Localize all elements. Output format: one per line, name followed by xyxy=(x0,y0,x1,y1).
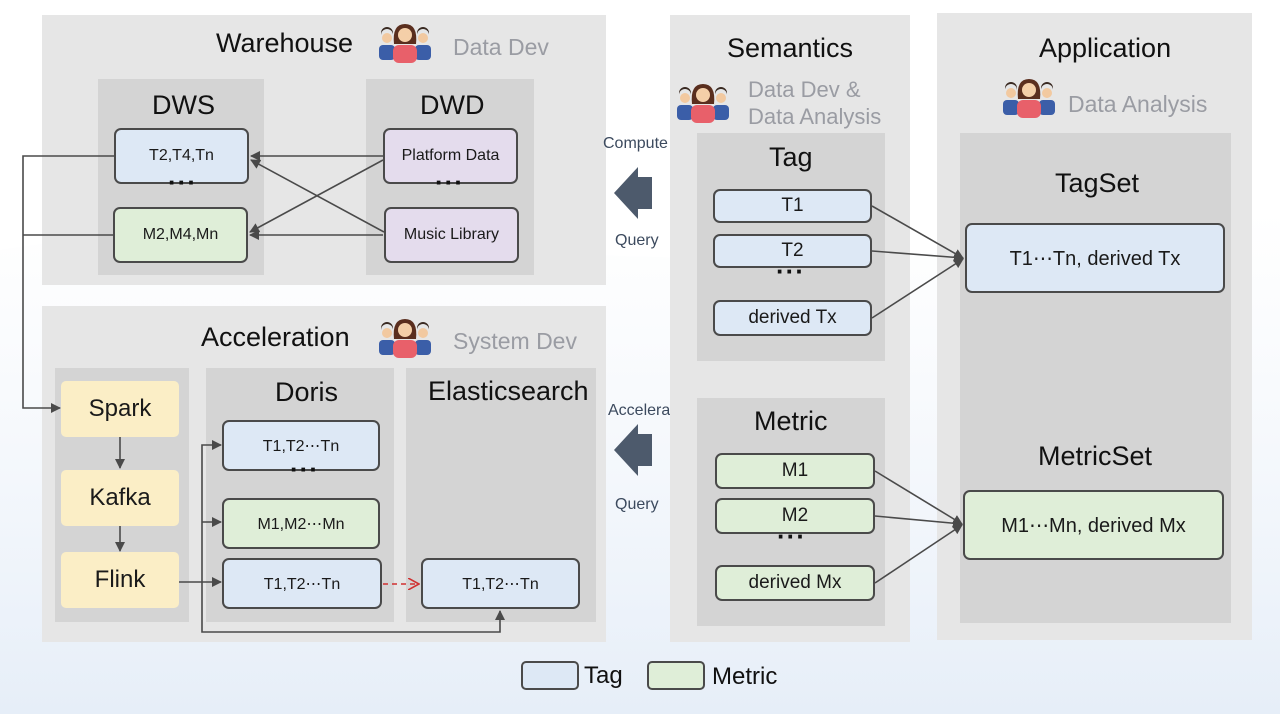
elasticsearch-title: Elasticsearch xyxy=(428,376,589,406)
elasticsearch-tag-box: T1,T2⋯Tn xyxy=(421,558,580,609)
tag-ellipsis: ··· xyxy=(776,256,805,286)
metricset-box: M1⋯Mn, derived Mx xyxy=(963,490,1224,560)
legend-metric-label: Metric xyxy=(712,663,778,690)
doris-tag-box-1: T1,T2⋯Tn xyxy=(222,420,380,471)
dws-title: DWS xyxy=(152,90,215,120)
warehouse-title: Warehouse xyxy=(216,28,354,58)
legend-tag-swatch xyxy=(521,661,579,690)
metric-item-m1: M1 xyxy=(715,453,875,489)
legend-metric-swatch xyxy=(647,661,705,690)
metric-item-m2: M2 xyxy=(715,498,875,534)
dws-ellipsis: ··· xyxy=(168,167,197,197)
doris-tag-box-2: T1,T2⋯Tn xyxy=(222,558,382,609)
dwd-platform-data-box: Platform Data xyxy=(383,128,518,184)
people-icon xyxy=(677,84,729,123)
acceleration-title: Acceleration xyxy=(201,322,350,352)
compute-label: Compute xyxy=(603,135,668,152)
query-label-bottom: Query xyxy=(615,496,659,513)
arrow-left-icon xyxy=(614,167,652,219)
people-icon xyxy=(1003,79,1055,118)
people-icon xyxy=(379,319,431,358)
doris-title: Doris xyxy=(275,377,339,407)
query-label-top: Query xyxy=(615,232,659,249)
metricset-title: MetricSet xyxy=(1038,441,1153,471)
dwd-music-library-box: Music Library xyxy=(384,207,519,263)
tag-item-t1: T1 xyxy=(713,189,872,223)
kafka-box: Kafka xyxy=(61,470,179,526)
flink-box: Flink xyxy=(61,552,179,608)
tag-item-t2: T2 xyxy=(713,234,872,268)
metric-title: Metric xyxy=(754,406,828,436)
semantics-role-line2: Data Analysis xyxy=(748,104,882,129)
semantics-role-line1: Data Dev & xyxy=(748,77,861,102)
tagset-box: T1⋯Tn, derived Tx xyxy=(965,223,1225,293)
metric-item-derived: derived Mx xyxy=(715,565,875,601)
warehouse-role: Data Dev xyxy=(453,34,549,60)
people-icon xyxy=(379,24,431,63)
dwd-title: DWD xyxy=(420,90,485,120)
tagset-title: TagSet xyxy=(1055,168,1140,198)
accelerate-label: Accelerate xyxy=(608,402,684,419)
metric-ellipsis: ··· xyxy=(777,521,806,551)
acceleration-role: System Dev xyxy=(453,328,577,354)
doris-metric-box: M1,M2⋯Mn xyxy=(222,498,380,549)
dws-metric-box: M2,M4,Mn xyxy=(113,207,248,263)
semantics-title: Semantics xyxy=(727,33,854,63)
tag-item-derived: derived Tx xyxy=(713,300,872,336)
dwd-ellipsis: ··· xyxy=(435,167,464,197)
tag-title: Tag xyxy=(769,142,813,172)
doris-ellipsis: ··· xyxy=(290,454,319,484)
spark-box: Spark xyxy=(61,381,179,437)
application-title: Application xyxy=(1039,33,1172,63)
dws-tag-box: T2,T4,Tn xyxy=(114,128,249,184)
application-role: Data Analysis xyxy=(1068,91,1208,117)
arrow-left-icon xyxy=(614,424,652,476)
legend-tag-label: Tag xyxy=(584,662,623,689)
